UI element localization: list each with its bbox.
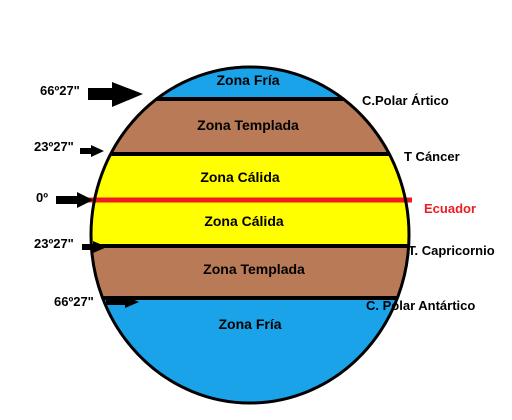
latitude-label-antarctic: 66º27" xyxy=(54,294,94,309)
circle-label-arctic: C.Polar Ártico xyxy=(362,93,449,108)
circle-label-tropic-cancer: T Cáncer xyxy=(404,149,460,164)
arrow-icon-antarctic xyxy=(106,296,139,308)
arrow-icon-tropic-cancer xyxy=(80,145,104,157)
band-south-torrid xyxy=(91,200,409,246)
zone-label-south-temperate: Zona Templada xyxy=(203,261,305,277)
band-north-torrid xyxy=(91,154,409,200)
zone-label-north-temperate: Zona Templada xyxy=(197,117,299,133)
globe-outline xyxy=(89,65,411,405)
latitude-label-arctic: 66º27" xyxy=(40,83,80,98)
circle-label-antarctic: C. Polar Antártico xyxy=(366,298,475,313)
zone-label-arctic: Zona Fría xyxy=(216,72,279,88)
circle-label-equator: Ecuador xyxy=(424,201,476,216)
arrow-icon-arctic xyxy=(88,82,143,107)
circle-label-tropic-capricorn: T. Capricornio xyxy=(408,243,495,258)
band-antarctic xyxy=(91,298,409,403)
latitude-label-tropic-capricorn: 23º27" xyxy=(34,236,74,251)
arrow-icon-tropic-capricorn xyxy=(82,241,107,253)
zone-bands xyxy=(91,67,409,403)
zone-label-antarctic: Zona Fría xyxy=(218,316,281,332)
zone-label-north-torrid: Zona Cálida xyxy=(200,169,280,185)
arrow-icon-equator xyxy=(56,192,93,208)
band-south-temperate xyxy=(91,246,409,298)
latitude-label-tropic-cancer: 23º27" xyxy=(34,139,74,154)
latitude-label-equator: 0º xyxy=(36,190,48,205)
zone-label-south-torrid: Zona Cálida xyxy=(204,213,284,229)
